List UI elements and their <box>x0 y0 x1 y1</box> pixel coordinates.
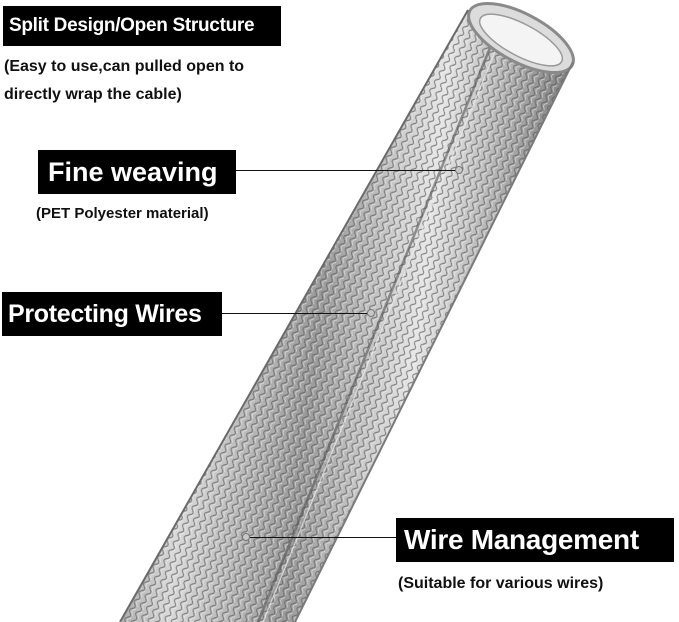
label-wire-management: Wire Management <box>396 518 674 562</box>
leader-dot-fine-weaving <box>455 166 463 174</box>
label-split-design: Split Design/Open Structure <box>3 6 281 46</box>
caption-split-design-line2: directly wrap the cable) <box>4 86 182 103</box>
caption-wire-management: (Suitable for various wires) <box>398 575 604 592</box>
label-protecting-wires: Protecting Wires <box>2 292 222 336</box>
leader-line-protecting-wires <box>222 313 370 314</box>
label-fine-weaving: Fine weaving <box>38 150 236 194</box>
leader-line-wire-management <box>248 537 396 538</box>
caption-split-design-line1: (Easy to use,can pulled open to <box>4 58 245 75</box>
caption-fine-weaving: (PET Polyester material) <box>36 205 209 222</box>
leader-line-fine-weaving <box>236 170 458 171</box>
leader-dot-wire-management <box>242 533 250 541</box>
leader-dot-protecting-wires <box>367 309 375 317</box>
sleeve-split-seam <box>256 27 500 622</box>
